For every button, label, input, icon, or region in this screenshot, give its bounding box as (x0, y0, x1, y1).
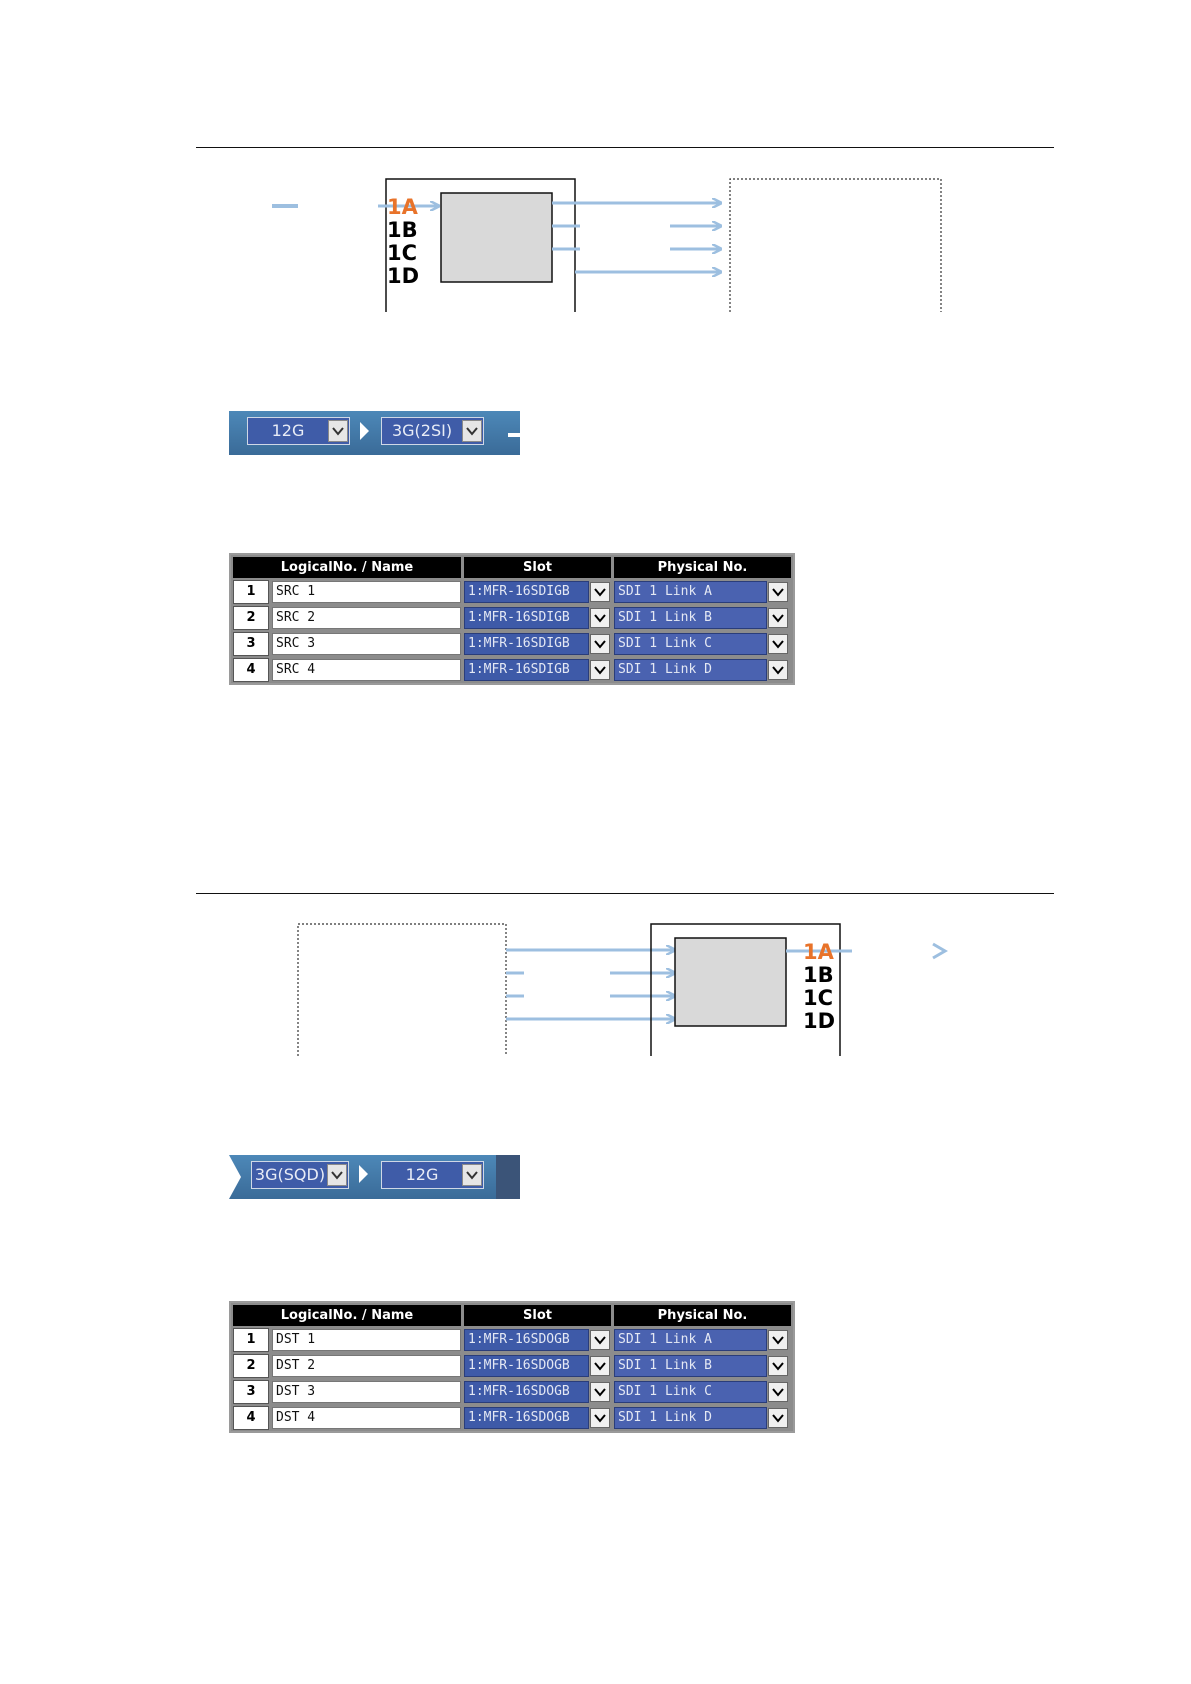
physical-select[interactable]: SDI 1 Link D (614, 1407, 767, 1429)
row-number: 4 (233, 1406, 269, 1430)
converter-frame (650, 923, 841, 1056)
link-label-1d: 1D (803, 1009, 835, 1033)
slot-select[interactable]: 1:MFR-16SDOGB (464, 1355, 589, 1377)
physical-select[interactable]: SDI 1 Link D (614, 659, 767, 681)
physical-select[interactable]: SDI 1 Link C (614, 1381, 767, 1403)
source-frame (297, 923, 507, 1056)
chevron-down-icon[interactable] (328, 420, 348, 442)
input-format-value: 12G (271, 421, 305, 440)
chevron-down-icon[interactable] (768, 1408, 788, 1428)
chevron-down-icon[interactable] (768, 1382, 788, 1402)
input-format-select[interactable]: 12G (247, 417, 350, 445)
header-slot: Slot (464, 557, 611, 578)
chevron-down-icon[interactable] (462, 420, 482, 442)
bar-left-notch (229, 1155, 241, 1199)
link-label-1a: 1A (803, 940, 835, 964)
chevron-down-icon[interactable] (590, 1356, 610, 1376)
physical-select[interactable]: SDI 1 Link A (614, 581, 767, 603)
name-input[interactable]: SRC 2 (272, 607, 461, 629)
header-logical-name: LogicalNo. / Name (233, 557, 461, 578)
bar-edge-mark (508, 433, 520, 437)
name-input[interactable]: DST 2 (272, 1355, 461, 1377)
chevron-down-icon[interactable] (768, 634, 788, 654)
chevron-down-icon[interactable] (590, 1382, 610, 1402)
slot-select[interactable]: 1:MFR-16SDIGB (464, 633, 589, 655)
row-number: 1 (233, 580, 269, 604)
slot-select[interactable]: 1:MFR-16SDIGB (464, 659, 589, 681)
row-number: 3 (233, 1380, 269, 1404)
slot-select[interactable]: 1:MFR-16SDOGB (464, 1329, 589, 1351)
output-format-select[interactable]: 3G(2SI) (381, 417, 484, 445)
format-conversion-bar: 3G(SQD) 12G (229, 1155, 520, 1199)
converter-block (674, 937, 787, 1027)
physical-select[interactable]: SDI 1 Link B (614, 1355, 767, 1377)
chevron-down-icon[interactable] (768, 608, 788, 628)
output-format-select[interactable]: 12G (381, 1161, 484, 1189)
row-number: 4 (233, 658, 269, 682)
chevron-down-icon[interactable] (590, 582, 610, 602)
slot-select[interactable]: 1:MFR-16SDIGB (464, 607, 589, 629)
slot-select[interactable]: 1:MFR-16SDOGB (464, 1407, 589, 1429)
input-format-value: 3G(SQD) (254, 1165, 326, 1184)
name-input[interactable]: SRC 4 (272, 659, 461, 681)
link-label-1c: 1C (803, 986, 833, 1010)
header-physical-no: Physical No. (614, 557, 791, 578)
chevron-down-icon[interactable] (590, 608, 610, 628)
chevron-down-icon[interactable] (327, 1164, 347, 1186)
play-arrow-icon (360, 422, 369, 440)
converter-block (440, 192, 553, 283)
output-format-value: 3G(2SI) (391, 421, 453, 440)
slot-select[interactable]: 1:MFR-16SDIGB (464, 581, 589, 603)
bar-right-panel (496, 1155, 520, 1199)
name-input[interactable]: DST 4 (272, 1407, 461, 1429)
name-input[interactable]: SRC 3 (272, 633, 461, 655)
port-assignment-table: LogicalNo. / Name Slot Physical No. 1 DS… (229, 1301, 795, 1433)
link-label-1b: 1B (803, 963, 834, 987)
name-input[interactable]: DST 3 (272, 1381, 461, 1403)
section-divider (196, 147, 1054, 148)
port-assignment-table: LogicalNo. / Name Slot Physical No. 1 SR… (229, 553, 795, 685)
output-format-value: 12G (405, 1165, 439, 1184)
link-label-1c: 1C (387, 241, 417, 265)
format-conversion-bar: 12G 3G(2SI) (229, 411, 520, 455)
chevron-down-icon[interactable] (768, 582, 788, 602)
chevron-down-icon[interactable] (768, 1356, 788, 1376)
output-arrowhead (932, 942, 948, 960)
chevron-down-icon[interactable] (590, 634, 610, 654)
physical-select[interactable]: SDI 1 Link B (614, 607, 767, 629)
input-format-select[interactable]: 3G(SQD) (251, 1161, 349, 1189)
link-label-1a: 1A (387, 195, 419, 219)
name-input[interactable]: DST 1 (272, 1329, 461, 1351)
link-label-1d: 1D (387, 264, 419, 288)
chevron-down-icon[interactable] (590, 1330, 610, 1350)
slot-select[interactable]: 1:MFR-16SDOGB (464, 1381, 589, 1403)
row-number: 1 (233, 1328, 269, 1352)
name-input[interactable]: SRC 1 (272, 581, 461, 603)
input-split-svg: 1A 1B 1C 1D (272, 178, 942, 312)
header-logical-name: LogicalNo. / Name (233, 1305, 461, 1326)
header-slot: Slot (464, 1305, 611, 1326)
chevron-down-icon[interactable] (768, 660, 788, 680)
chevron-down-icon[interactable] (768, 1330, 788, 1350)
header-physical-no: Physical No. (614, 1305, 791, 1326)
destination-frame (729, 178, 942, 312)
row-number: 2 (233, 1354, 269, 1378)
converter-frame (385, 178, 576, 312)
row-number: 2 (233, 606, 269, 630)
row-number: 3 (233, 632, 269, 656)
section-divider (196, 893, 1054, 894)
output-combine-svg: 1A 1B 1C 1D (297, 923, 948, 1056)
chevron-down-icon[interactable] (590, 1408, 610, 1428)
physical-select[interactable]: SDI 1 Link C (614, 633, 767, 655)
play-arrow-icon (359, 1165, 368, 1183)
input-split-diagram: 1A 1B 1C 1D (260, 175, 960, 315)
output-combine-diagram: 1A 1B 1C 1D (290, 920, 990, 1060)
link-label-1b: 1B (387, 218, 418, 242)
chevron-down-icon[interactable] (462, 1164, 482, 1186)
chevron-down-icon[interactable] (590, 660, 610, 680)
physical-select[interactable]: SDI 1 Link A (614, 1329, 767, 1351)
